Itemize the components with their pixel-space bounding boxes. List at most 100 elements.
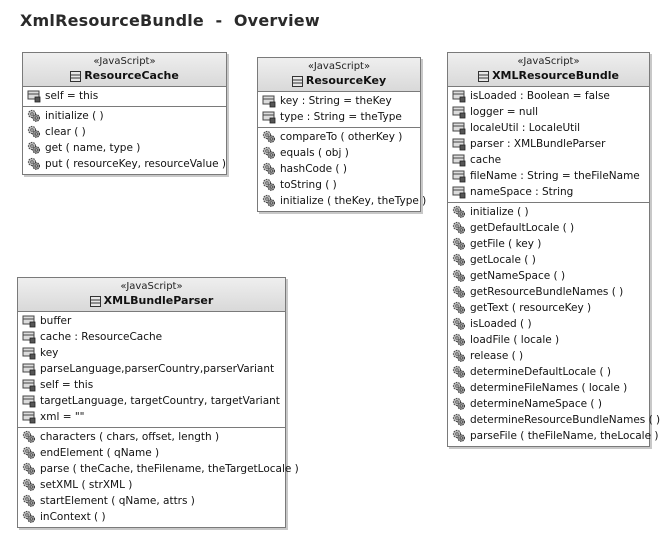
attribute-row[interactable]: key [18, 345, 285, 361]
operation-icon [262, 130, 275, 143]
attribute-row[interactable]: fileName : String = theFileName [448, 168, 649, 184]
operation-row[interactable]: determineDefaultLocale ( ) [448, 364, 649, 380]
operation-icon [452, 413, 465, 426]
attribute-label: logger = null [470, 106, 539, 118]
operation-row[interactable]: endElement ( qName ) [18, 445, 285, 461]
operation-row[interactable]: startElement ( qName, attrs ) [18, 493, 285, 509]
attribute-icon [27, 90, 41, 103]
operation-icon [27, 157, 40, 170]
operation-row[interactable]: getLocale ( ) [448, 252, 649, 268]
operation-icon [452, 365, 465, 378]
operation-label: determineNameSpace ( ) [470, 398, 602, 410]
attribute-icon [22, 379, 36, 392]
attribute-row[interactable]: xml = "" [18, 409, 285, 425]
operation-row[interactable]: equals ( obj ) [258, 145, 420, 161]
operation-icon [262, 178, 275, 191]
operation-icon [22, 478, 35, 491]
operation-label: release ( ) [470, 350, 524, 362]
operation-row[interactable]: get ( name, type ) [23, 140, 226, 156]
operation-row[interactable]: characters ( chars, offset, length ) [18, 429, 285, 445]
operation-label: loadFile ( locale ) [470, 334, 560, 346]
operation-row[interactable]: getResourceBundleNames ( ) [448, 284, 649, 300]
attribute-label: self = this [40, 379, 94, 391]
operation-row[interactable]: determineResourceBundleNames ( ) [448, 412, 660, 428]
operation-label: parse ( theCache, theFilename, theTarget… [40, 463, 299, 475]
operation-icon [452, 205, 465, 218]
attribute-label: parser : XMLBundleParser [470, 138, 606, 150]
operation-row[interactable]: initialize ( theKey, theType ) [258, 193, 426, 209]
attribute-row[interactable]: cache [448, 152, 649, 168]
operation-icon [452, 429, 465, 442]
attribute-row[interactable]: key : String = theKey [258, 93, 420, 109]
operation-icon [452, 301, 465, 314]
attribute-icon [452, 106, 466, 119]
operation-row[interactable]: determineFileNames ( locale ) [448, 380, 649, 396]
attribute-row[interactable]: buffer [18, 313, 285, 329]
attribute-row[interactable]: localeUtil : LocaleUtil [448, 120, 649, 136]
class-header: «JavaScript»XMLResourceBundle [448, 53, 649, 87]
operation-icon [452, 349, 465, 362]
operations-section: characters ( chars, offset, length )endE… [18, 428, 299, 527]
operations-section: initialize ( ) clear ( ) get ( name, type … [23, 107, 226, 174]
attribute-row[interactable]: parser : XMLBundleParser [448, 136, 649, 152]
attribute-label: parseLanguage,parserCountry,parserVarian… [40, 363, 275, 375]
operation-row[interactable]: put ( resourceKey, resourceValue ) [23, 156, 226, 172]
operation-row[interactable]: getNameSpace ( ) [448, 268, 649, 284]
attribute-label: targetLanguage, targetCountry, targetVar… [40, 395, 280, 407]
operation-row[interactable]: isLoaded ( ) [448, 316, 649, 332]
attribute-label: nameSpace : String [470, 186, 574, 198]
operation-icon [22, 510, 35, 523]
operation-row[interactable]: inContext ( ) [18, 509, 285, 525]
attribute-icon [452, 122, 466, 135]
attribute-icon [22, 363, 36, 376]
attribute-label: self = this [45, 90, 99, 102]
operation-label: clear ( ) [45, 126, 86, 138]
attribute-row[interactable]: nameSpace : String [448, 184, 649, 200]
attribute-row[interactable]: self = this [23, 88, 226, 104]
operation-label: getLocale ( ) [470, 254, 536, 266]
operation-row[interactable]: parseFile ( theFileName, theLocale ) [448, 428, 658, 444]
operation-icon [262, 194, 275, 207]
operation-label: equals ( obj ) [280, 147, 349, 159]
operation-row[interactable]: compareTo ( otherKey ) [258, 129, 420, 145]
class-header: «JavaScript»ResourceKey [258, 58, 420, 92]
class-header: «JavaScript»XMLBundleParser [18, 278, 285, 312]
attribute-row[interactable]: isLoaded : Boolean = false [448, 88, 649, 104]
operation-row[interactable]: loadFile ( locale ) [448, 332, 649, 348]
class-icon [89, 295, 101, 307]
operation-label: determineResourceBundleNames ( ) [470, 414, 661, 426]
operation-icon [27, 125, 40, 138]
operation-label: getFile ( key ) [470, 238, 542, 250]
operation-row[interactable]: initialize ( ) [448, 204, 649, 220]
attribute-icon [452, 90, 466, 103]
attribute-row[interactable]: self = this [18, 377, 285, 393]
operation-row[interactable]: determineNameSpace ( ) [448, 396, 649, 412]
operation-row[interactable]: toString ( ) [258, 177, 420, 193]
attribute-icon [262, 111, 276, 124]
attribute-row[interactable]: cache : ResourceCache [18, 329, 285, 345]
attribute-label: cache : ResourceCache [40, 331, 163, 343]
operation-row[interactable]: hashCode ( ) [258, 161, 420, 177]
operation-icon [452, 285, 465, 298]
operation-row[interactable]: initialize ( ) [23, 108, 226, 124]
operation-row[interactable]: release ( ) [448, 348, 649, 364]
attribute-row[interactable]: type : String = theType [258, 109, 420, 125]
operation-row[interactable]: getFile ( key ) [448, 236, 649, 252]
attribute-row[interactable]: parseLanguage,parserCountry,parserVarian… [18, 361, 285, 377]
operation-row[interactable]: clear ( ) [23, 124, 226, 140]
class-name: ResourceKey [305, 74, 387, 87]
operation-icon [27, 109, 40, 122]
operation-row[interactable]: parse ( theCache, theFilename, theTarget… [18, 461, 299, 477]
class-name: XMLBundleParser [103, 294, 214, 307]
operation-row[interactable]: getText ( resourceKey ) [448, 300, 649, 316]
operation-row[interactable]: setXML ( strXML ) [18, 477, 285, 493]
attribute-row[interactable]: targetLanguage, targetCountry, targetVar… [18, 393, 285, 409]
attribute-row[interactable]: logger = null [448, 104, 649, 120]
operation-label: parseFile ( theFileName, theLocale ) [470, 430, 659, 442]
operation-row[interactable]: getDefaultLocale ( ) [448, 220, 649, 236]
